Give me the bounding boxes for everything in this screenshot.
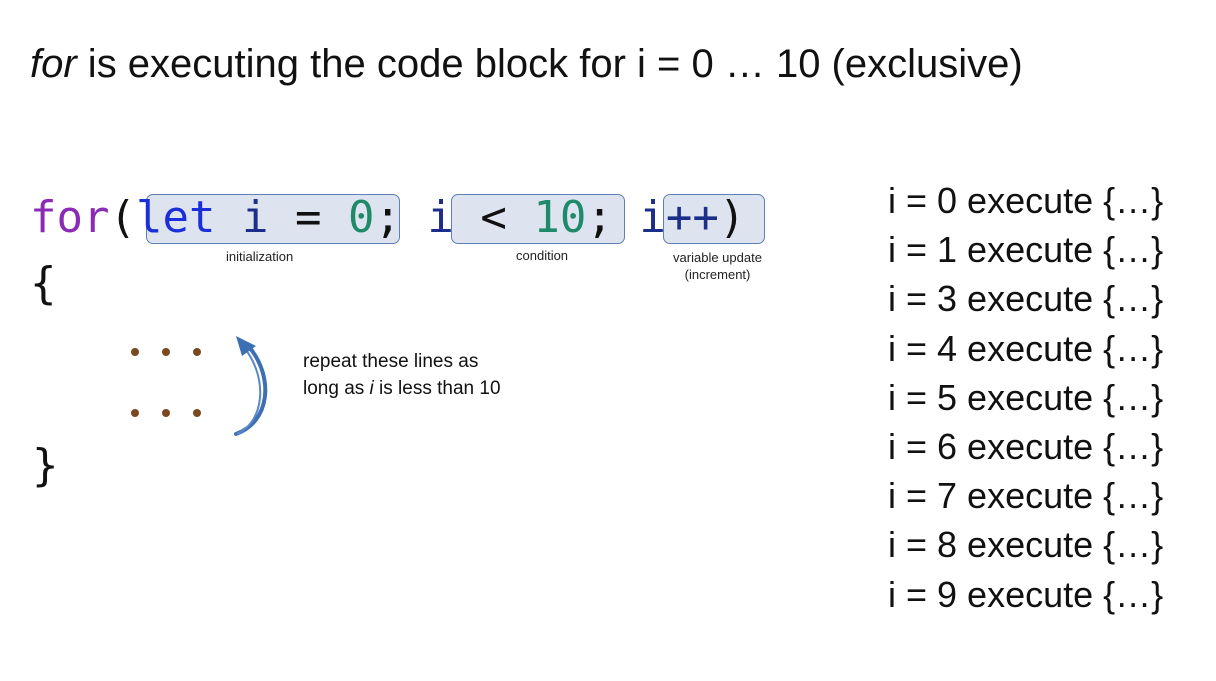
code-placeholder-dots-top: [131, 348, 201, 356]
list-item: i = 7 execute {…}: [888, 475, 1164, 517]
condition-label: condition: [516, 248, 569, 263]
code-placeholder-dots-bottom: [131, 409, 201, 417]
for-keyword: for: [30, 192, 110, 243]
semicolon-1: ;: [374, 192, 428, 243]
dot: [193, 348, 201, 356]
dot: [162, 409, 170, 417]
initialization-label: initialization: [226, 249, 294, 264]
title-text: is executing the code block for i = 0 … …: [76, 42, 1023, 86]
list-item: i = 3 execute {…}: [888, 278, 1164, 320]
curved-arrow-up-icon: [234, 336, 268, 436]
increment-highlight: [663, 194, 765, 244]
list-item: i = 4 execute {…}: [888, 327, 1164, 369]
variable-update-label: variable update (increment): [673, 250, 762, 282]
list-item: i = 6 execute {…}: [888, 426, 1164, 468]
condition-value: 10: [533, 192, 587, 243]
condition-highlight: [451, 194, 625, 244]
let-keyword: let: [135, 192, 216, 243]
list-item: i = 0 execute {…}: [888, 180, 1164, 221]
paren-close: ): [718, 192, 746, 243]
repeat-note-variable: i: [369, 378, 374, 399]
dot: [193, 409, 201, 417]
condition-operator: <: [453, 192, 534, 243]
init-variable: i: [215, 192, 269, 243]
for-statement-line: for(let i = 0; i < 10; i++): [30, 192, 745, 244]
paren-open: (: [109, 192, 136, 243]
repeat-note-prefix: long as: [303, 378, 370, 399]
list-item: i = 5 execute {…}: [888, 376, 1164, 418]
repeat-note-line-2: long as i is less than 10: [303, 375, 501, 402]
init-equals: =: [268, 192, 348, 243]
repeat-note: repeat these lines as long as i is less …: [303, 348, 501, 402]
init-value: 0: [347, 192, 375, 243]
list-item: i = 9 execute {…}: [888, 573, 1164, 615]
dot: [162, 348, 170, 356]
repeat-note-line-1: repeat these lines as: [303, 351, 479, 372]
increment-expression: i++: [639, 192, 719, 243]
condition-variable: i: [427, 192, 454, 243]
list-item: i = 8 execute {…}: [888, 524, 1164, 566]
initialization-highlight: [146, 194, 400, 244]
dot: [131, 409, 139, 417]
semicolon-2: ;: [586, 192, 640, 243]
close-brace: }: [32, 440, 59, 491]
title-keyword: for: [30, 42, 77, 86]
slide-title: for is executing the code block for i = …: [30, 40, 1023, 88]
execution-list: i = 0 execute {…} i = 1 execute {…} i = …: [888, 176, 1163, 619]
dot: [131, 348, 139, 356]
list-item: i = 1 execute {…}: [888, 229, 1164, 271]
repeat-note-suffix: is less than 10: [373, 378, 501, 399]
open-brace: {: [30, 258, 57, 309]
